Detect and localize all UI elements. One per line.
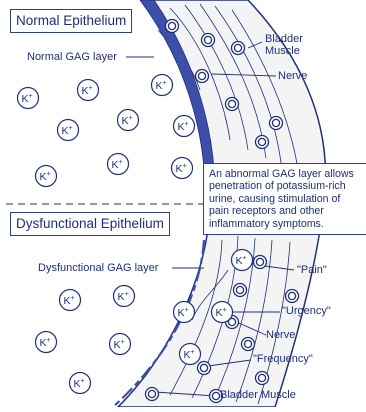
dysfunctional-gag-label: Dysfunctional GAG layer: [38, 263, 158, 274]
dysfunctional-epithelium-title: Dysfunctional Epithelium: [10, 212, 170, 236]
gag-explanation-note: An abnormal GAG layer allows penetration…: [203, 163, 366, 235]
note-line: An abnormal GAG layer allows: [209, 168, 363, 180]
nerve-ending-icon: [146, 388, 159, 401]
potassium-ion: K+: [174, 116, 195, 137]
nerve-ending-icon: [226, 98, 239, 111]
potassium-ion: K+: [212, 302, 233, 323]
nerve-ending-icon: [256, 136, 269, 149]
nerve-bottom-label: Nerve: [266, 330, 295, 341]
potassium-ion: K+: [78, 80, 99, 101]
potassium-ion: K+: [108, 154, 129, 175]
potassium-ion: K+: [174, 302, 195, 323]
note-line: pain receptors and other: [209, 205, 363, 217]
potassium-ion: K+: [36, 166, 57, 187]
potassium-ion: K+: [172, 158, 193, 179]
nerve-ending-icon: [232, 42, 245, 55]
nerve-ending-icon: [202, 34, 215, 47]
nerve-ending-icon: [286, 290, 299, 303]
nerve-ending-icon: [234, 284, 247, 297]
frequency-label: "Frequency": [253, 354, 313, 365]
potassium-ion: K+: [18, 88, 39, 109]
normal-gag-label: Normal GAG layer: [27, 52, 117, 63]
potassium-ion: K+: [60, 290, 81, 311]
potassium-ion: K+: [232, 250, 253, 271]
pain-label: "Pain": [297, 265, 327, 276]
potassium-ion: K+: [114, 286, 135, 307]
nerve-top-label: Nerve: [278, 71, 307, 82]
potassium-ion: K+: [180, 344, 201, 365]
bladder-muscle-bottom-label: Bladder Muscle: [220, 390, 296, 401]
potassium-ion: K+: [36, 332, 57, 353]
nerve-ending-icon: [270, 117, 283, 130]
potassium-ion: K+: [110, 334, 131, 355]
note-line: urine, causing stimulation of: [209, 193, 363, 205]
nerve-ending-icon: [256, 372, 269, 385]
bladder-muscle-top-label-2: Muscle: [265, 46, 300, 57]
nerve-ending-icon: [166, 20, 179, 33]
normal-epithelium-title: Normal Epithelium: [10, 9, 132, 33]
nerve-ending-icon: [196, 70, 209, 83]
bladder-muscle-top-label-1: Bladder: [265, 34, 303, 45]
urgency-label: "Urgency": [282, 306, 331, 317]
potassium-ion: K+: [118, 110, 139, 131]
potassium-ion: K+: [70, 373, 91, 394]
note-line: inflammatory symptoms.: [209, 218, 363, 230]
nerve-ending-icon: [242, 338, 255, 351]
nerve-ending-icon: [254, 256, 267, 269]
potassium-ion: K+: [58, 120, 79, 141]
nerve-ending-icon: [198, 362, 211, 375]
note-line: penetration of potassium-rich: [209, 180, 363, 192]
potassium-ion: K+: [152, 75, 173, 96]
